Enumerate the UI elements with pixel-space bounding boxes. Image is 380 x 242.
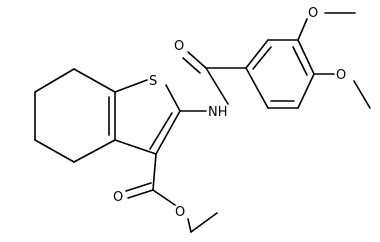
bond-c3-c3a [114,139,157,155]
bond-ring6-1 [73,68,116,93]
bond-c2-c3b [149,112,173,150]
bonds [34,12,371,233]
bond-ring6-4 [34,139,75,163]
bond-s-c2 [165,84,181,112]
bond-ch2-ch3 [190,212,218,233]
bond-ar-1 [245,39,269,69]
bond-cester-o-dbl [127,189,154,199]
bond-c7a-s [114,79,148,93]
atom-labels: S NH O O O O O [113,6,346,220]
bond-ar-6 [245,67,269,109]
bond-o-ch2 [187,218,192,233]
bond-ring6-6 [34,68,75,93]
bond-cester-o-dbl-b [125,182,152,192]
bond-ar-4 [297,73,315,109]
bond-ring6-3 [73,139,116,163]
bond-ome-lower-me [353,80,371,109]
bond-cester-o [152,189,176,206]
bond-cco-ob [182,57,201,74]
atom-sulfur: S [149,74,157,89]
bond-ar-3b [292,46,308,76]
atom-ester-o: O [175,205,185,220]
bond-ar-3 [297,39,315,75]
atom-ester-carbonyl-o: O [113,190,123,205]
atom-methoxy-o-lower: O [336,68,346,83]
bond-c3-cester [152,153,157,191]
bond-ar-ome-upper [297,18,308,41]
bond-cco-o [187,51,207,69]
atom-amide-nh: NH [208,105,228,120]
atom-amide-o: O [174,39,184,54]
bond-ar-1b [252,46,272,70]
bond-n-cco [205,67,229,105]
bond-c2-c3 [155,110,181,155]
atom-methoxy-o-upper: O [308,6,318,21]
